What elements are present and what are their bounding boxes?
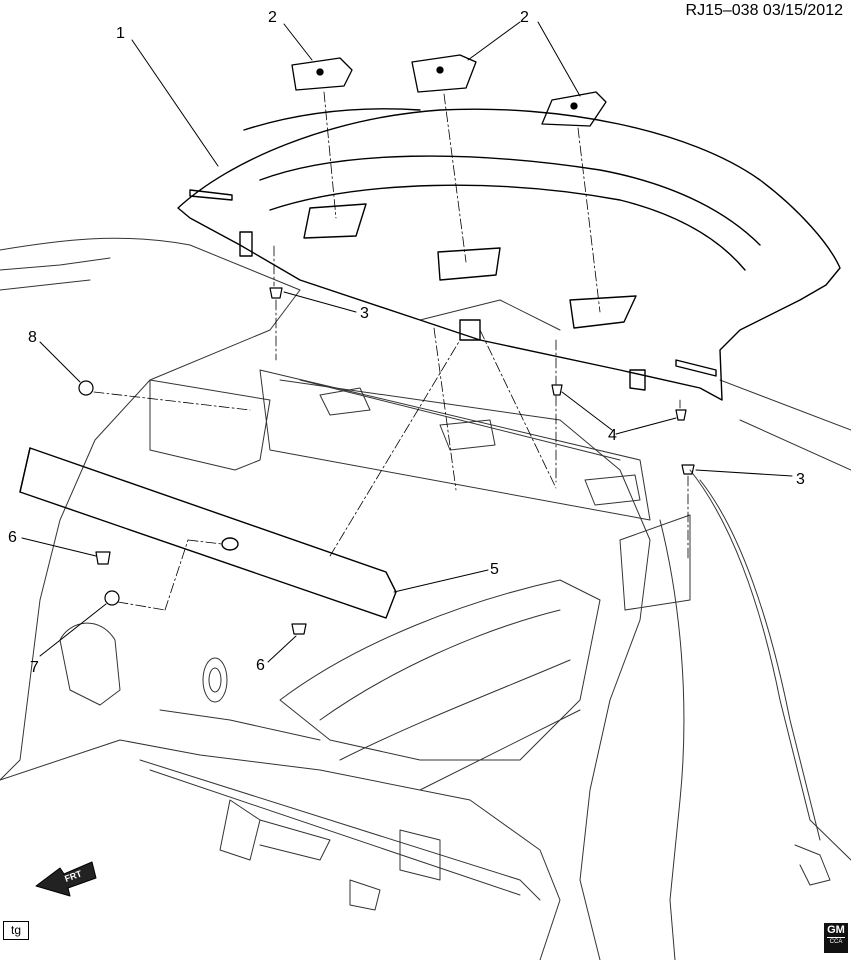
rear-compartment-panel — [19, 447, 397, 619]
callout-2b: 2 — [520, 9, 529, 26]
callout-2a: 2 — [268, 9, 277, 26]
callout-7: 7 — [30, 659, 39, 676]
fastener-parts — [78, 287, 695, 635]
leader-lines — [21, 21, 793, 663]
callout-labels: 1 2 2 3 3 4 5 6 6 7 8 FRT — [8, 9, 805, 884]
tg-label: tg — [3, 921, 29, 940]
callout-1: 1 — [116, 25, 125, 42]
callout-6a: 6 — [8, 529, 17, 546]
callout-6b: 6 — [256, 657, 265, 674]
callout-8: 8 — [28, 329, 37, 346]
assembly-lines — [93, 91, 689, 611]
callout-3b: 3 — [796, 471, 805, 488]
callout-5: 5 — [490, 561, 499, 578]
vehicle-body-outline — [0, 237, 851, 960]
front-direction-arrow-icon — [35, 861, 97, 897]
speaker-grille-cover — [291, 54, 607, 127]
diagram-reference-date: RJ15–038 03/15/2012 — [685, 2, 843, 19]
gm-logo-text: GM — [827, 924, 845, 936]
rear-window-panel-trim — [177, 108, 841, 401]
gm-logo-icon: GM CCA — [824, 923, 848, 953]
callout-3a: 3 — [360, 305, 369, 322]
gm-logo-subtext: CCA — [827, 937, 845, 946]
callout-4: 4 — [608, 427, 617, 444]
